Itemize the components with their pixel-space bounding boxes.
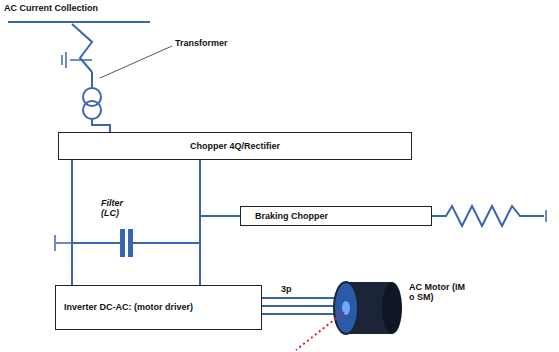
capacitor-symbol (72, 230, 200, 256)
process-box: Chopper 4Q/Rectifier (58, 132, 412, 160)
transformer-winding (83, 101, 101, 119)
box-label: Braking Chopper (255, 211, 328, 221)
dc-bus-line (71, 160, 73, 285)
annotation-label: AC Current Collection (3, 3, 125, 13)
process-box: Braking Chopper (240, 206, 432, 226)
catenary-wire (8, 21, 150, 23)
ground-symbol (55, 235, 72, 251)
annotation-label: AC Motor (IM o SM) (408, 282, 468, 303)
motor-illustration (296, 282, 402, 350)
ground-symbol (62, 52, 92, 68)
transformer-lead (92, 119, 110, 132)
annotation-label: 3p (280, 284, 302, 294)
process-box: Inverter DC-AC: (motor driver) (55, 285, 262, 330)
dc-bus-line (200, 216, 240, 285)
annotation-label: Filter (LC) (100, 198, 138, 219)
dc-bus-line (200, 160, 240, 216)
resistor-terminal (545, 210, 547, 222)
three-phase-wires (262, 298, 338, 314)
leader-line (100, 46, 172, 78)
resistor-symbol (432, 206, 544, 226)
box-label: Inverter DC-AC: (motor driver) (64, 302, 193, 312)
box-label: Chopper 4Q/Rectifier (190, 141, 280, 151)
transformer-lead (91, 72, 93, 88)
pantograph (64, 22, 92, 72)
annotation-label: Transformer (174, 38, 246, 48)
